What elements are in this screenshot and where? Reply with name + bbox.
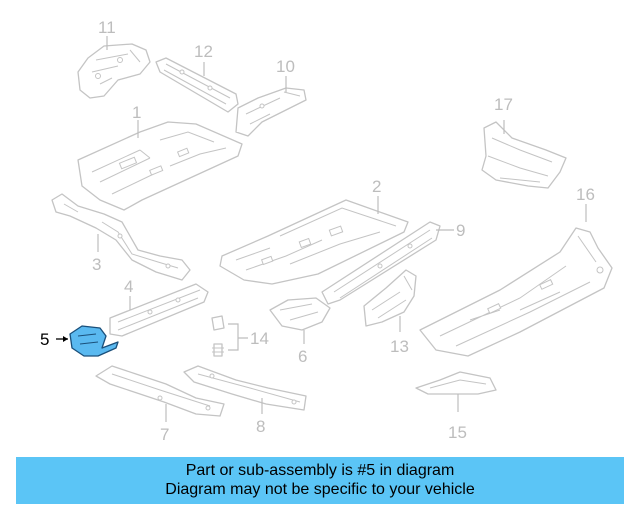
parts-diagram: 11 12 10 1 17 3 xyxy=(40,18,613,444)
part-17[interactable] xyxy=(481,121,567,189)
part-11[interactable] xyxy=(77,43,151,99)
callout-7: 7 xyxy=(160,425,169,444)
callout-2: 2 xyxy=(372,177,381,196)
callout-4: 4 xyxy=(124,277,133,296)
part-1[interactable] xyxy=(77,121,243,211)
part-9[interactable] xyxy=(321,221,441,305)
callout-1: 1 xyxy=(132,103,141,122)
part-2[interactable] xyxy=(219,199,409,285)
part-10[interactable] xyxy=(235,87,307,137)
banner-line-2: Diagram may not be specific to your vehi… xyxy=(165,481,475,498)
callout-16: 16 xyxy=(576,185,595,204)
part-15[interactable] xyxy=(415,371,497,395)
part-13[interactable] xyxy=(363,269,417,327)
callout-13: 13 xyxy=(390,337,409,356)
part-8[interactable] xyxy=(183,365,307,411)
callout-17: 17 xyxy=(494,95,513,114)
callout-11: 11 xyxy=(98,18,116,37)
callout-14: 14 xyxy=(250,329,269,348)
part-7[interactable] xyxy=(95,365,225,417)
part-16[interactable] xyxy=(419,227,613,357)
callout-8: 8 xyxy=(256,417,265,436)
part-14[interactable] xyxy=(211,315,225,357)
callout-3: 3 xyxy=(92,255,101,274)
callout-6: 6 xyxy=(298,347,307,366)
part-6[interactable] xyxy=(269,297,331,331)
part-5-highlighted[interactable] xyxy=(69,325,119,357)
callout-15: 15 xyxy=(448,423,467,442)
part-12[interactable] xyxy=(155,57,239,113)
info-banner: Part or sub-assembly is #5 in diagram Di… xyxy=(16,457,624,504)
banner-line-1: Part or sub-assembly is #5 in diagram xyxy=(185,462,455,479)
callout-5: 5 xyxy=(40,330,49,349)
callout-9: 9 xyxy=(456,221,465,240)
callout-12: 12 xyxy=(194,42,213,61)
part-3[interactable] xyxy=(51,193,191,281)
part-4[interactable] xyxy=(109,283,209,337)
callout-10: 10 xyxy=(276,57,295,76)
